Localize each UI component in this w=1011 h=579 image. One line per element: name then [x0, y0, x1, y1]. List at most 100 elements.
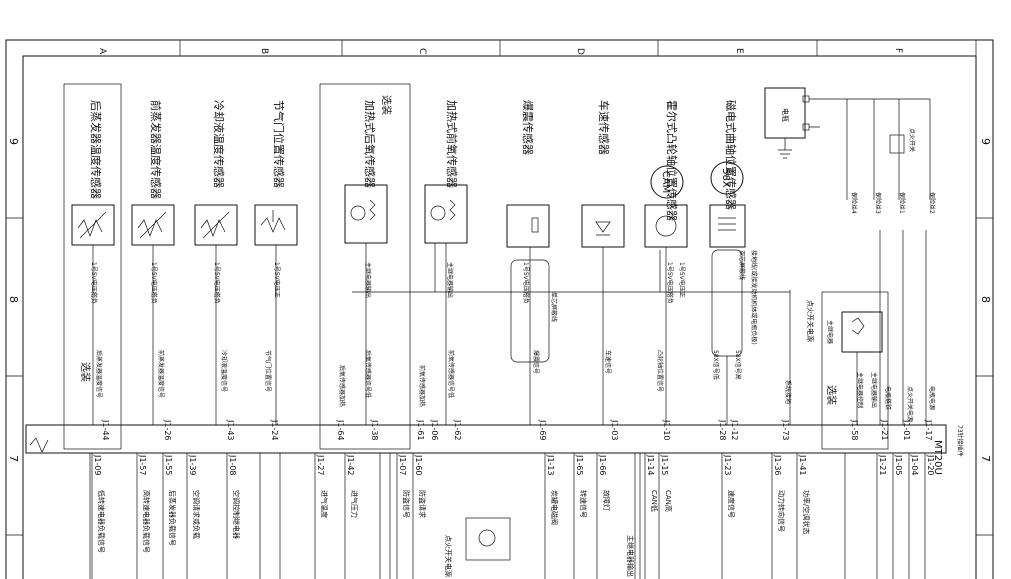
bottom-pin-label: 速度信号: [727, 490, 736, 518]
system-ground: 系统接地: [784, 380, 792, 404]
bottom-pin: J1-13: [546, 454, 555, 476]
crank-sensor: [709, 204, 746, 248]
border-col-F: F: [893, 48, 903, 53]
border-col-A: A: [97, 48, 107, 55]
rear-o2-heater: 后氧传感器加热: [338, 365, 346, 407]
bottom-pin: J1-08: [228, 454, 237, 476]
bottom-pin-label: 高转速电器负载信号: [142, 490, 151, 553]
battery-terminal-pos: [802, 95, 810, 103]
border-ticks: [6, 40, 993, 536]
sensor-name-crank: 磁电式曲轴位置传感器: [724, 100, 738, 210]
ecu-right-label: 电瓶电源: [928, 386, 936, 410]
pin-throttle: J1-24: [270, 419, 279, 441]
border-col-B: B: [259, 48, 269, 54]
pin-knock: J1-69: [538, 419, 547, 441]
main-relay-signal: 主继电器控制: [856, 372, 864, 408]
main-relay-badge: 选装: [825, 385, 838, 405]
front-evap-thermistor: [137, 211, 167, 239]
ac-group-box: [89, 452, 261, 579]
rear-o2-coil: [369, 199, 376, 221]
throttle-potentiometer: [260, 210, 286, 233]
border-row-left-7: 7: [7, 455, 20, 462]
front-o2-heater-icon: [430, 205, 446, 221]
sensor-ground-knock: 1号5V电压搭负: [522, 262, 530, 304]
sensor-name-coolant: 冷却液温度传感器: [212, 100, 226, 188]
bottom-pin: J1-42: [346, 454, 355, 476]
bottom-pin: J1-60: [414, 454, 423, 476]
bottom-pin-label: 后蒸发器负载信号: [168, 490, 177, 546]
main-relay-box: [821, 291, 889, 450]
bottom-pin: J1-04: [910, 454, 919, 476]
sensor-name-throttle: 节气门位置传感器: [272, 100, 286, 188]
ecu-right-pin: J1-17: [924, 419, 933, 441]
signal-wires: [92, 230, 927, 425]
fuse-label: 保险丝1: [898, 192, 906, 214]
power-rails: [809, 98, 931, 200]
sensor-ground-front-o2: 主继电器输出: [446, 262, 454, 298]
battery-terminal-neg: [802, 123, 810, 131]
speed-diode-icon: [595, 221, 611, 236]
pin-main-relay: J1-58: [850, 419, 859, 441]
pin-front-o2: J1-62: [453, 419, 462, 441]
sensor-name-knock: 爆震传感器: [521, 100, 535, 155]
pin-crank: J1-28: [718, 419, 727, 441]
ecu-model: MT20U: [932, 440, 943, 475]
bottom-pin-lines: [91, 453, 926, 579]
signal-coolant: 冷却液温度信号: [220, 350, 228, 392]
ecu-ground-symbol: [29, 437, 49, 453]
signal-throttle: 节气门位置信号: [264, 350, 272, 392]
knock-crystal: [531, 217, 539, 233]
bottom-pin: J1-39: [188, 454, 197, 476]
pin-rear-evap: J1-44: [101, 419, 110, 441]
bottom-sensor-icon: [478, 529, 496, 547]
bottom-pin: J1-23: [723, 454, 732, 476]
main-relay-coil: [851, 317, 865, 335]
bottom-pin: J1-15: [660, 454, 669, 476]
bottom-relay-out: 主继电器输出: [626, 535, 635, 577]
bottom-pin-label: 故障灯: [602, 490, 611, 511]
pin-rear-o2-heater: J1-64: [336, 419, 345, 441]
crank-circle-icon: [710, 161, 744, 195]
bottom-labels: J1-09低转速电器负载信号J1-57高转速电器负载信号J1-55后蒸发器负载信…: [93, 454, 935, 577]
bottom-pin-label: 动力转向信号: [777, 490, 786, 532]
ignition-switch-label: 点火开关: [908, 128, 916, 152]
ecu-right-label: 电瓶搭铁: [884, 386, 892, 410]
cam-circle-label: CAM: [660, 171, 671, 193]
can-group-box: [639, 452, 846, 579]
bottom-pin: J1-09: [93, 454, 102, 476]
bottom-pin-label: 炭罐电磁阀: [550, 490, 559, 525]
bottom-pin-label: 进气温度: [320, 490, 329, 518]
ground-bus: [352, 243, 790, 293]
sensor-name-cam: 霍尔式凸轮轴位置传感器: [665, 100, 679, 221]
bottom-pin-label: CAN低: [650, 490, 659, 512]
bottom-pin-label: 防盗请求: [418, 490, 427, 518]
pin-coolant: J1-43: [226, 419, 235, 441]
sensor-ground-cam: 1号5V电压搭负: [666, 262, 674, 304]
sensor-name-rear-o2: 加热式后氧传感器: [363, 100, 377, 188]
signal-front-o2: 前氧传感器信号低: [447, 350, 455, 398]
ecu-right-pin: J1-21: [880, 419, 889, 441]
bottom-pin: J1-27: [316, 454, 325, 476]
pin-rear-o2: J1-38: [370, 419, 379, 441]
antitheft-group-box: [389, 452, 636, 579]
pin-front-o2-heater: J1-61: [416, 419, 425, 441]
sensor-ground-rear-evap: 1号5V电压搭负: [90, 262, 98, 304]
battery-ground: [778, 138, 792, 159]
coolant-thermistor: [200, 211, 230, 239]
signal-crank: 58X信号低: [712, 350, 720, 380]
signal-knock: 爆震信号: [532, 350, 540, 374]
outer-frame: [5, 39, 994, 579]
ecu-connector-label: 73针接插件: [956, 425, 964, 457]
sensor-ground-coolant: 1号5V电压搭负: [213, 262, 221, 304]
battery-label: 电瓶: [781, 108, 790, 122]
ecu-right-label: 点火开关电源: [906, 386, 914, 422]
bottom-pin: J1-07: [398, 454, 407, 476]
crank-coil: [718, 217, 736, 231]
signal-rear-o2: 后氧传感器信号低: [364, 350, 372, 398]
bottom-pin: J1-36: [773, 454, 782, 476]
border-row-right-9: 9: [979, 138, 992, 145]
bottom-pin: J1-05: [894, 454, 903, 476]
